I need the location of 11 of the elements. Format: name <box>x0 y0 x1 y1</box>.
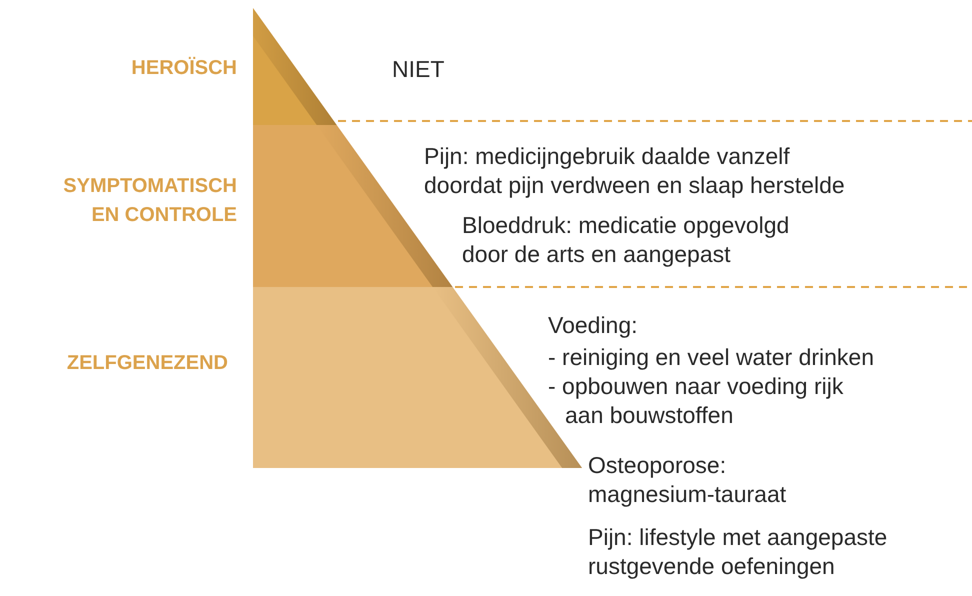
level-description: Voeding: <box>548 311 639 340</box>
level-label: HEROÏSCH <box>130 56 237 81</box>
level-description: Pijn: lifestyle met aangepaste rustgevende oefeningen <box>588 523 888 581</box>
level-label: SYMPTOMATISCH EN CONTROLE <box>62 174 237 228</box>
level-description: - opbouwen naar voeding rijk aan bouwstoffen <box>548 372 844 430</box>
level-description: Bloeddruk: medicatie opgevolgd door de arts en aangepast <box>462 211 790 269</box>
level-description: Pijn: medicijngebruik daalde vanzelf doordat pijn verdween en slaap herstelde <box>424 142 846 200</box>
level-label: ZELFGENEZEND <box>66 351 228 376</box>
level-description: Osteoporose: magnesium-tauraat <box>588 451 788 509</box>
level-description: - reiniging en veel water drinken <box>548 343 876 372</box>
level-description: NIET <box>392 55 446 84</box>
